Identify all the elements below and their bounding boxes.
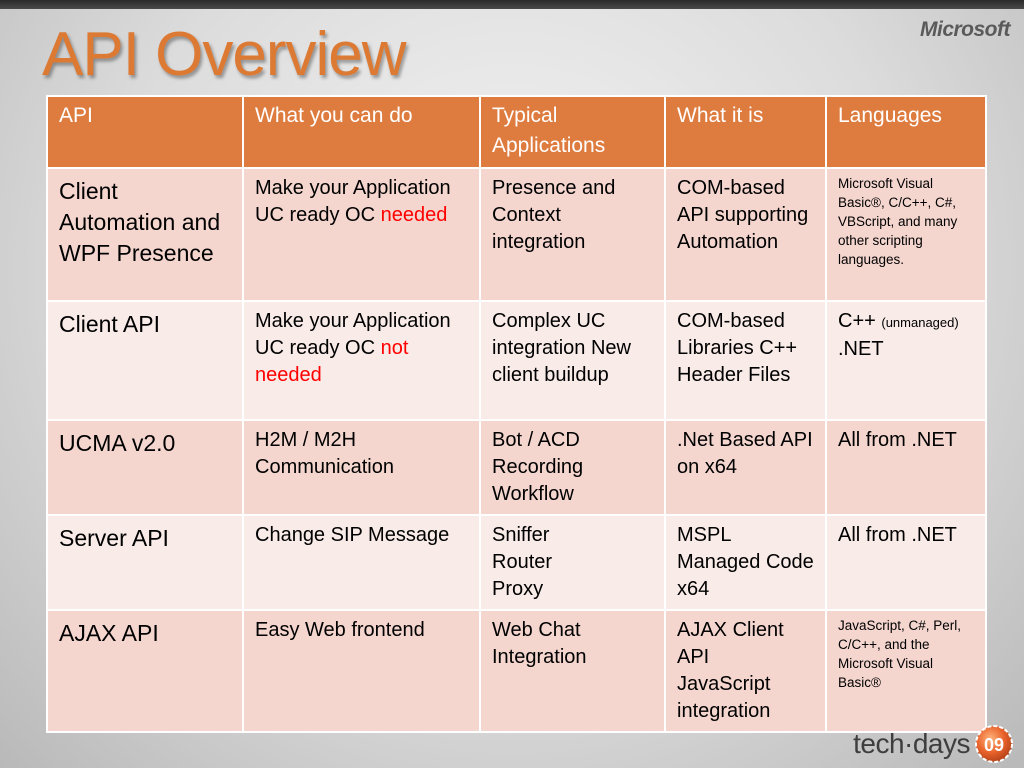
cell-typical-applications: Web Chat Integration bbox=[479, 609, 666, 733]
table-header-row: API What you can do Typical Applications… bbox=[46, 95, 987, 169]
cell-languages: All from .NET bbox=[825, 419, 987, 516]
badge-number: 09 bbox=[984, 735, 1004, 755]
cell-what-it-is: COM-based Libraries C++ Header Files bbox=[664, 300, 827, 421]
cell-text: Make your Application UC ready OC bbox=[255, 310, 451, 359]
cell-what-it-is: MSPL Managed Code x64 bbox=[664, 514, 827, 611]
header-languages: Languages bbox=[825, 95, 987, 169]
highlight-text: not needed bbox=[255, 337, 409, 386]
top-bar bbox=[0, 0, 1024, 9]
techdays-09-badge-icon: 09 bbox=[975, 725, 1013, 763]
cell-languages: All from .NET bbox=[825, 514, 987, 611]
cell-what-you-can-do: H2M / M2H Communication bbox=[242, 419, 481, 516]
cell-line: AJAX Client API bbox=[677, 619, 784, 668]
cell-languages: C++ (unmanaged) .NET bbox=[825, 300, 987, 421]
header-api: API bbox=[46, 95, 244, 169]
cell-languages: Microsoft Visual Basic®, C/C++, C#, VBSc… bbox=[825, 167, 987, 302]
header-what-you-can-do: What you can do bbox=[242, 95, 481, 169]
cell-line: Proxy bbox=[492, 578, 544, 600]
cell-text: Make your Application UC ready OC bbox=[255, 177, 451, 226]
language-main: C++ bbox=[838, 310, 882, 332]
language-note: (unmanaged) bbox=[881, 315, 959, 330]
table-row: Client Automation and WPF Presence Make … bbox=[46, 167, 987, 302]
techdays-logo: tech·days 09 bbox=[853, 724, 1014, 764]
cell-line: Managed Code x64 bbox=[677, 551, 814, 600]
cell-typical-applications: Bot / ACD Recording Workflow bbox=[479, 419, 666, 516]
cell-api: Server API bbox=[46, 514, 244, 611]
language-extra: .NET bbox=[838, 338, 884, 360]
cell-typical-applications: Complex UC integration New client buildu… bbox=[479, 300, 666, 421]
cell-what-it-is: COM-based API supporting Automation bbox=[664, 167, 827, 302]
api-overview-table: API What you can do Typical Applications… bbox=[46, 95, 987, 733]
techdays-wordmark: tech·days bbox=[853, 728, 970, 759]
cell-api: UCMA v2.0 bbox=[46, 419, 244, 516]
cell-line: Sniffer bbox=[492, 524, 550, 546]
cell-languages: JavaScript, C#, Perl, C/C++, and the Mic… bbox=[825, 609, 987, 733]
cell-line: MSPL bbox=[677, 524, 732, 546]
microsoft-logo: Microsoft bbox=[920, 18, 1011, 41]
slide-title: API Overview bbox=[42, 20, 407, 89]
cell-api: Client Automation and WPF Presence bbox=[46, 167, 244, 302]
table-row: UCMA v2.0 H2M / M2H Communication Bot / … bbox=[46, 419, 987, 516]
cell-what-it-is: AJAX Client API JavaScript integration bbox=[664, 609, 827, 733]
highlight-text: needed bbox=[380, 204, 448, 226]
cell-what-you-can-do: Make your Application UC ready OC needed bbox=[242, 167, 481, 302]
header-what-it-is: What it is bbox=[664, 95, 827, 169]
cell-api: AJAX API bbox=[46, 609, 244, 733]
cell-line: Router bbox=[492, 551, 553, 573]
table-row: AJAX API Easy Web frontend Web Chat Inte… bbox=[46, 609, 987, 733]
cell-what-you-can-do: Easy Web frontend bbox=[242, 609, 481, 733]
cell-typical-applications: Presence and Context integration bbox=[479, 167, 666, 302]
cell-line: JavaScript integration bbox=[677, 673, 771, 722]
cell-api: Client API bbox=[46, 300, 244, 421]
cell-what-you-can-do: Change SIP Message bbox=[242, 514, 481, 611]
cell-what-you-can-do: Make your Application UC ready OC not ne… bbox=[242, 300, 481, 421]
table-row: Client API Make your Application UC read… bbox=[46, 300, 987, 421]
header-typical-applications: Typical Applications bbox=[479, 95, 666, 169]
cell-what-it-is: .Net Based API on x64 bbox=[664, 419, 827, 516]
